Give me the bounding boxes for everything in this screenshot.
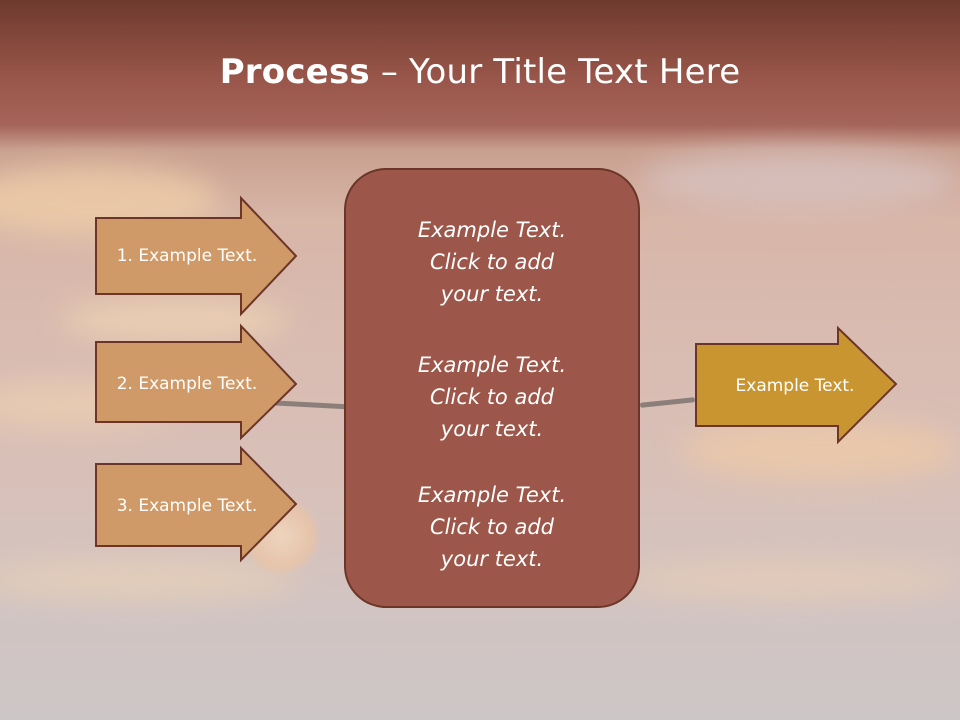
airplane-wing-right xyxy=(639,397,696,408)
left-arrow-1-label: 1. Example Text. xyxy=(116,246,258,266)
arrow-shape xyxy=(95,195,298,317)
title-rest-text: – Your Title Text Here xyxy=(369,52,741,92)
block-line: Click to add xyxy=(429,250,554,274)
left-arrow-2-label: 2. Example Text. xyxy=(116,374,258,394)
block-line: your text. xyxy=(440,547,544,571)
left-arrow-3-label: 3. Example Text. xyxy=(116,496,258,516)
left-arrow-1[interactable]: 1. Example Text. xyxy=(95,195,298,317)
cloud xyxy=(620,560,960,600)
arrow-shape xyxy=(95,323,298,441)
cloud xyxy=(60,300,290,340)
block-line: Example Text. xyxy=(417,353,567,377)
block-line: Click to add xyxy=(429,515,554,539)
cloud xyxy=(680,420,960,480)
block-line: Example Text. xyxy=(417,218,567,242)
center-text-panel[interactable]: Example Text. Click to add your text. Ex… xyxy=(344,168,640,608)
left-arrow-2[interactable]: 2. Example Text. xyxy=(95,323,298,442)
center-text-block-1: Example Text. Click to add your text. xyxy=(346,214,638,310)
center-text-block-2: Example Text. Click to add your text. xyxy=(346,349,638,445)
arrow-shape xyxy=(695,325,898,445)
block-line: Click to add xyxy=(429,385,554,409)
cloud xyxy=(0,560,300,600)
title-bold-text: Process xyxy=(219,52,370,92)
right-arrow-label: Example Text. xyxy=(735,376,855,396)
left-arrow-3[interactable]: 3. Example Text. xyxy=(95,445,298,564)
cloud xyxy=(640,150,960,210)
block-line: your text. xyxy=(440,417,544,441)
block-line: your text. xyxy=(440,282,544,306)
arrow-shape xyxy=(95,445,298,563)
right-arrow[interactable]: Example Text. xyxy=(695,325,898,445)
slide-title[interactable]: Process – Your Title Text Here xyxy=(0,52,960,92)
center-text-block-3: Example Text. Click to add your text. xyxy=(346,479,638,575)
block-line: Example Text. xyxy=(417,483,567,507)
